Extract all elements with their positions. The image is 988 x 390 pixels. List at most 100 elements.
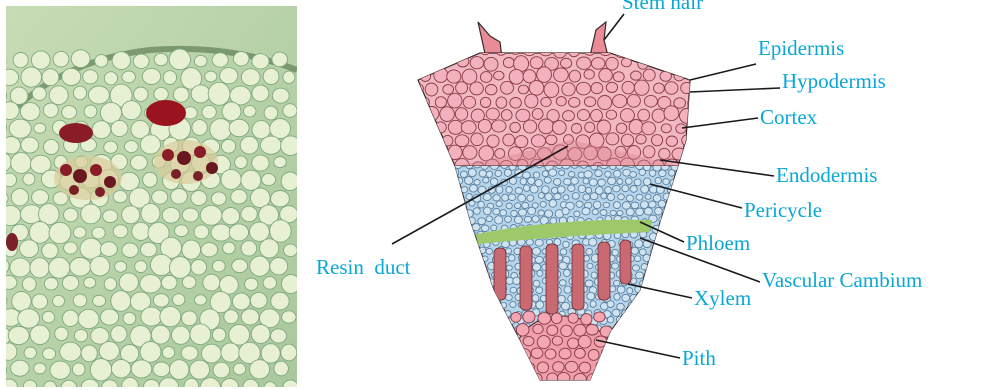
photo-cell xyxy=(264,382,277,390)
cortex-cell xyxy=(613,72,624,82)
stele-cell xyxy=(613,202,620,209)
stele-cell xyxy=(608,379,616,387)
stele-cell xyxy=(671,302,678,310)
stele-cell xyxy=(671,223,679,230)
label-pith: Pith xyxy=(682,346,716,370)
stele-cell xyxy=(518,209,526,216)
photo-cell xyxy=(172,326,190,344)
stele-cell xyxy=(584,171,592,178)
cortex-cell xyxy=(463,96,475,108)
stele-cell xyxy=(614,293,620,300)
stele-cell xyxy=(477,372,485,378)
stele-cell xyxy=(622,294,630,301)
photo-cell xyxy=(111,120,128,136)
photo-cell xyxy=(252,155,269,171)
stele-cell xyxy=(526,239,533,245)
stele-cell xyxy=(659,324,667,332)
leader-epidermis xyxy=(690,64,756,80)
photo-cell xyxy=(281,136,301,156)
stele-cell xyxy=(675,326,681,332)
photo-cell xyxy=(124,141,138,153)
photo-xylem-vessel xyxy=(162,149,174,161)
stele-cell xyxy=(625,178,632,185)
stele-cell xyxy=(584,255,590,261)
stele-cell xyxy=(522,202,529,208)
stele-cell xyxy=(479,342,485,348)
stele-cell xyxy=(455,364,462,371)
cortex-cell xyxy=(448,120,463,134)
stele-cell xyxy=(631,340,638,346)
stele-cell xyxy=(493,195,500,201)
pith-cell xyxy=(516,324,529,337)
cortex-cell xyxy=(680,109,694,124)
photo-cell xyxy=(111,291,131,312)
pith-cell xyxy=(547,325,558,335)
stele-cell xyxy=(622,185,629,192)
cortex-cell xyxy=(591,109,603,121)
stele-cell xyxy=(488,326,495,332)
cortex-cell xyxy=(457,56,469,67)
photo-cell xyxy=(0,226,6,238)
photo-cell xyxy=(240,136,258,154)
stele-cell xyxy=(568,185,575,192)
stele-cell xyxy=(499,317,506,323)
stele-cell xyxy=(606,347,614,356)
photo-cell xyxy=(153,294,169,307)
stele-cell xyxy=(464,380,472,388)
stele-cell xyxy=(622,372,629,378)
photo-cell xyxy=(163,71,176,85)
pith-cell xyxy=(594,312,606,322)
photo-cell xyxy=(205,71,217,82)
stele-cell xyxy=(582,208,590,215)
stele-cell xyxy=(663,179,670,185)
photo-cell xyxy=(282,275,301,294)
stele-cell xyxy=(464,301,472,308)
photo-cell xyxy=(201,243,218,257)
cortex-cell xyxy=(546,135,557,145)
cortex-cell xyxy=(620,109,634,122)
cortex-cell xyxy=(665,82,678,95)
stele-cell xyxy=(533,280,540,287)
cortex-cell xyxy=(406,96,416,106)
stele-cell xyxy=(555,380,563,387)
stele-cell xyxy=(530,185,538,193)
photo-cell xyxy=(84,105,97,118)
photo-cell xyxy=(11,153,32,174)
xylem-vessel-column xyxy=(620,240,631,284)
cortex-cell xyxy=(673,42,688,57)
stele-cell xyxy=(668,277,676,285)
stele-cell xyxy=(644,319,651,325)
stele-cell xyxy=(657,356,664,363)
cortex-cell xyxy=(622,81,634,94)
stele-cell xyxy=(545,210,553,218)
cortex-cell xyxy=(451,46,461,56)
stele-cell xyxy=(671,241,679,248)
photo-cell xyxy=(140,342,161,363)
leader-pith xyxy=(596,340,680,358)
stele-cell xyxy=(506,187,512,194)
stele-cell xyxy=(671,377,679,385)
xylem-vessel-column xyxy=(546,244,558,314)
stele-cell xyxy=(469,246,477,254)
stele-cell xyxy=(663,256,670,262)
photo-cell xyxy=(284,244,298,256)
stele-cell xyxy=(554,193,561,199)
stele-cell xyxy=(536,301,544,309)
stele-cell xyxy=(493,349,499,354)
stele-cell xyxy=(605,171,611,177)
cortex-cell xyxy=(569,46,580,57)
photo-cell xyxy=(233,293,251,310)
stele-cell xyxy=(465,363,472,370)
stele-cell xyxy=(447,239,454,245)
cortex-cell xyxy=(405,68,418,81)
photo-cell xyxy=(122,206,140,224)
stele-cell xyxy=(645,194,651,199)
stele-cell xyxy=(460,357,468,365)
stele-cell xyxy=(634,179,641,186)
photo-cell xyxy=(122,378,139,390)
stele-cell xyxy=(561,302,569,310)
stele-cell xyxy=(483,380,491,387)
stele-cell xyxy=(446,316,454,324)
stele-cell xyxy=(471,334,479,342)
photo-cell xyxy=(21,137,39,153)
